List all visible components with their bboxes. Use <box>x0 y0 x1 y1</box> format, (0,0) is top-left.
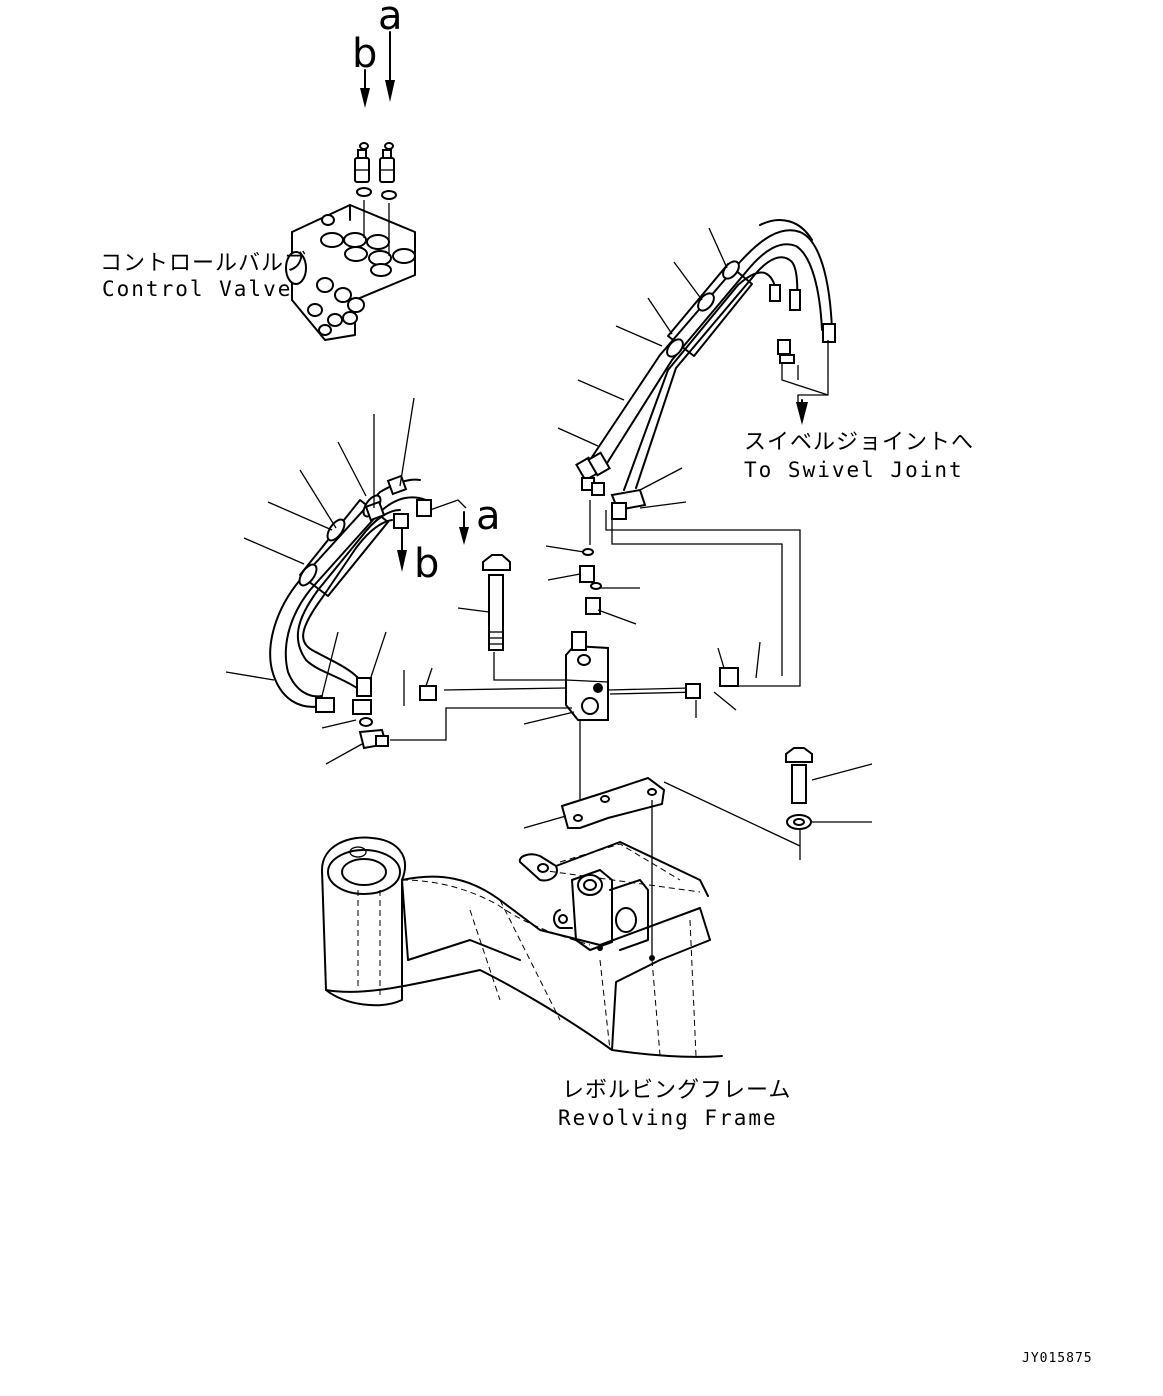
center-valve-block <box>390 500 801 820</box>
marker-a-top: a <box>378 0 403 39</box>
marker-a-mid: a <box>476 493 501 539</box>
drawing-code: JY015875 <box>1022 1351 1093 1366</box>
marker-b-mid: b <box>414 541 440 587</box>
mounting-bracket <box>523 747 873 960</box>
marker-b-top: b <box>352 31 378 77</box>
control-valve-drawing <box>285 31 416 341</box>
revolving-frame-drawing <box>321 836 723 1058</box>
revolving-frame-label-jp: レボルビングフレーム <box>562 1078 792 1103</box>
control-valve-label-jp: コントロールバルブ <box>100 251 308 276</box>
left-hose-assembly <box>225 397 469 765</box>
swivel-joint-label-en: To Swivel Joint <box>744 458 964 482</box>
revolving-frame-label-en: Revolving Frame <box>558 1106 778 1130</box>
swivel-hose-assembly <box>557 219 836 520</box>
control-valve-label-en: Control Valve <box>102 277 293 301</box>
swivel-joint-label-jp: スイベルジョイントへ <box>744 430 975 455</box>
